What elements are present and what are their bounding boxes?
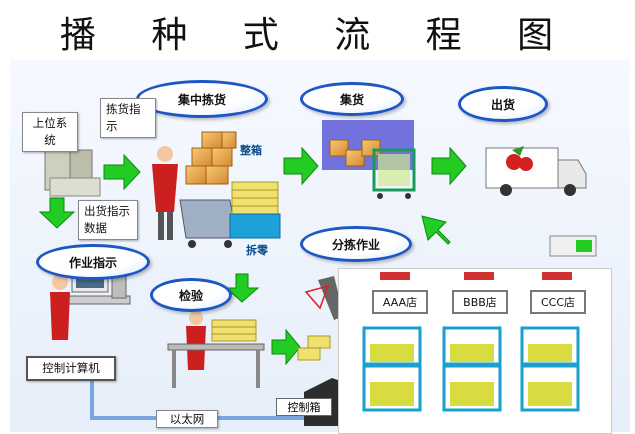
whole-box-label: 整箱 [240, 144, 262, 157]
ethernet-line [90, 380, 372, 420]
loose-label: 拆零 [246, 244, 268, 257]
store-label-bbb: BBB店 [452, 290, 508, 314]
sorting-bins-icon [370, 344, 572, 406]
sorting-carts-icon [362, 326, 580, 412]
shipping-data-label: 出货指示数据 [78, 200, 138, 240]
label-sorting: 分拣作业 [300, 226, 412, 262]
arrow-to-inspect [224, 273, 260, 303]
host-system-label: 上位系统 [22, 112, 78, 152]
delivery-truck-icon [485, 146, 587, 196]
host-computer-icon [44, 149, 101, 197]
arrow-to-sorting [271, 328, 301, 366]
loose-items-icon [231, 181, 279, 215]
page-title: 播 种 式 流 程 图 [59, 15, 576, 56]
store-label-aaa: AAA店 [372, 290, 428, 314]
put-wall-lights [380, 272, 572, 280]
arrow-collect-to-ship [431, 146, 467, 186]
arrow-host-to-pick [103, 153, 141, 191]
collection-cart-icon [322, 120, 416, 199]
label-centralized-picking: 集中拣货 [136, 80, 268, 118]
label-work-instruction: 作业指示 [36, 244, 150, 280]
inspection-station-icon [167, 311, 265, 388]
store-label-ccc: CCC店 [530, 290, 586, 314]
ethernet-label: 以太网 [156, 410, 218, 428]
sorted-items-icon [297, 335, 331, 361]
label-collection: 集货 [300, 82, 404, 116]
arrow-sort-up [421, 215, 451, 245]
loose-tray-icon [229, 213, 281, 239]
label-inspection: 检验 [150, 278, 232, 312]
control-box-label: 控制箱 [276, 398, 332, 416]
picker-person-icon [152, 146, 237, 248]
arrow-host-down [38, 197, 76, 229]
label-shipping: 出货 [458, 86, 548, 122]
barcode-scanner-icon [304, 276, 344, 320]
status-display-icon [549, 235, 597, 257]
control-computer-label: 控制计算机 [26, 356, 116, 381]
whole-box-icon [185, 131, 237, 185]
pick-instruction-label: 拣货指示 [100, 98, 156, 138]
arrow-pick-to-collect [283, 146, 319, 186]
